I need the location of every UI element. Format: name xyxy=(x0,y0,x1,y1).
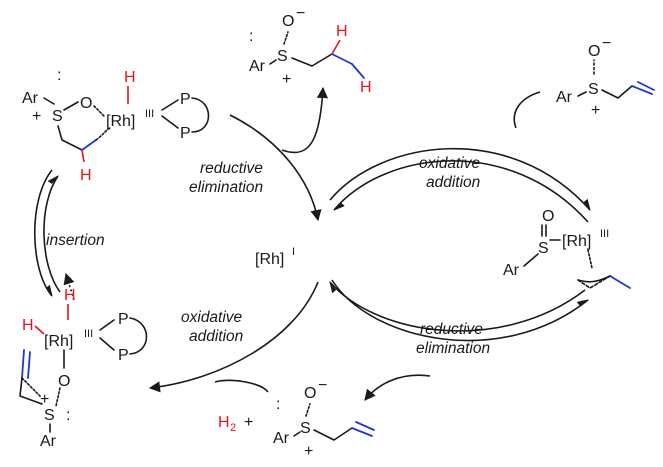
svg-text:III: III xyxy=(600,228,609,240)
svg-text:Ar: Ar xyxy=(22,90,39,107)
svg-text:+: + xyxy=(32,108,41,125)
svg-text:P: P xyxy=(118,311,129,328)
svg-text:elimination: elimination xyxy=(189,179,263,196)
svg-text:+: + xyxy=(40,391,49,408)
product-exit-arrow-bottom xyxy=(364,374,431,401)
reductive-elimination-arrow-top xyxy=(229,114,322,222)
rh-i-oxidation-state: I xyxy=(292,246,295,258)
svg-text:O: O xyxy=(58,373,70,390)
svg-text:O: O xyxy=(542,208,554,225)
allyl-sulfoxide-bottom: : Ar S + O − xyxy=(273,377,375,460)
svg-text:O: O xyxy=(282,13,294,30)
svg-text:III: III xyxy=(84,328,93,340)
svg-text:P: P xyxy=(180,125,191,142)
propyl-sulfoxide-product: : Ar S + O − H H xyxy=(249,5,372,96)
svg-text:S: S xyxy=(52,108,63,125)
insertion-equilibrium-arrows xyxy=(33,169,61,297)
svg-text:O: O xyxy=(80,95,92,112)
svg-text:oxidative: oxidative xyxy=(419,155,481,172)
label-oxidative-addition-bottom: oxidative addition xyxy=(181,309,243,345)
svg-text:O: O xyxy=(304,385,316,402)
svg-text::: : xyxy=(66,407,70,424)
svg-text::: : xyxy=(249,28,253,45)
oxidative-addition-arrow-bottom xyxy=(148,281,319,393)
label-insertion: insertion xyxy=(46,232,105,249)
svg-text:III: III xyxy=(145,108,154,120)
svg-text:−: − xyxy=(602,35,611,52)
svg-text:S: S xyxy=(44,407,55,424)
svg-text:reductive: reductive xyxy=(200,160,263,177)
svg-text:+: + xyxy=(304,443,313,460)
svg-text:+: + xyxy=(282,71,291,88)
svg-text:Ar: Ar xyxy=(556,89,573,106)
svg-text::: : xyxy=(276,396,280,413)
svg-text:2: 2 xyxy=(230,422,236,434)
svg-text:−: − xyxy=(318,377,327,394)
svg-text:Ar: Ar xyxy=(40,433,57,450)
svg-text:+: + xyxy=(591,102,600,119)
insertion-dashed-arrow xyxy=(63,272,75,301)
svg-text:elimination: elimination xyxy=(416,340,490,357)
substrate-entry-arrow xyxy=(513,91,541,129)
svg-text:H: H xyxy=(218,414,230,431)
svg-text:addition: addition xyxy=(189,328,243,345)
svg-text:oxidative: oxidative xyxy=(181,309,243,326)
rh-i-catalyst: [Rh] I xyxy=(255,246,295,268)
allyl-sulfoxide-top: Ar S + O − xyxy=(556,35,655,119)
svg-text:H: H xyxy=(80,167,92,184)
svg-text:S: S xyxy=(300,420,311,437)
svg-text:reductive: reductive xyxy=(420,321,483,338)
right-cycle-arrows xyxy=(329,147,591,342)
svg-text:S: S xyxy=(538,240,549,257)
svg-text:[Rh]: [Rh] xyxy=(44,333,73,350)
h2-reagent: H 2 + xyxy=(218,414,253,434)
svg-text:−: − xyxy=(296,5,305,22)
svg-text:[Rh]: [Rh] xyxy=(562,233,591,250)
svg-text:Ar: Ar xyxy=(249,58,266,75)
svg-text:Ar: Ar xyxy=(503,262,520,279)
svg-text:O: O xyxy=(588,43,600,60)
allyl-rh-iii-intermediate: O S [Rh] III Ar xyxy=(503,208,631,289)
svg-text:H: H xyxy=(360,79,372,96)
svg-text:P: P xyxy=(180,91,191,108)
product-release-arrow xyxy=(281,86,329,154)
svg-text:P: P xyxy=(118,347,129,364)
svg-text:S: S xyxy=(588,81,599,98)
rh-hydride-chelate-top: : Ar + S O [Rh] III H P P H xyxy=(22,67,210,184)
h2-entry-arrow xyxy=(214,379,269,393)
rh-dihydride-chelate-bottom: H H [Rh] III P P O + S : Ar xyxy=(19,287,148,450)
svg-text:+: + xyxy=(244,414,253,431)
svg-text:addition: addition xyxy=(426,174,480,191)
svg-text:S: S xyxy=(277,48,288,65)
label-reductive-elimination-left: reductive elimination xyxy=(189,160,263,196)
svg-text:H: H xyxy=(64,287,76,304)
svg-text:H: H xyxy=(22,317,34,334)
svg-text:Ar: Ar xyxy=(273,430,290,447)
svg-text:[Rh]: [Rh] xyxy=(106,113,135,130)
label-reductive-elimination-bottom: reductive elimination xyxy=(416,321,490,357)
label-oxidative-addition-top: oxidative addition xyxy=(419,155,481,191)
svg-text:H: H xyxy=(124,69,136,86)
svg-text:H: H xyxy=(336,23,348,40)
svg-text::: : xyxy=(57,67,61,84)
rh-i-label: [Rh] xyxy=(255,251,284,268)
